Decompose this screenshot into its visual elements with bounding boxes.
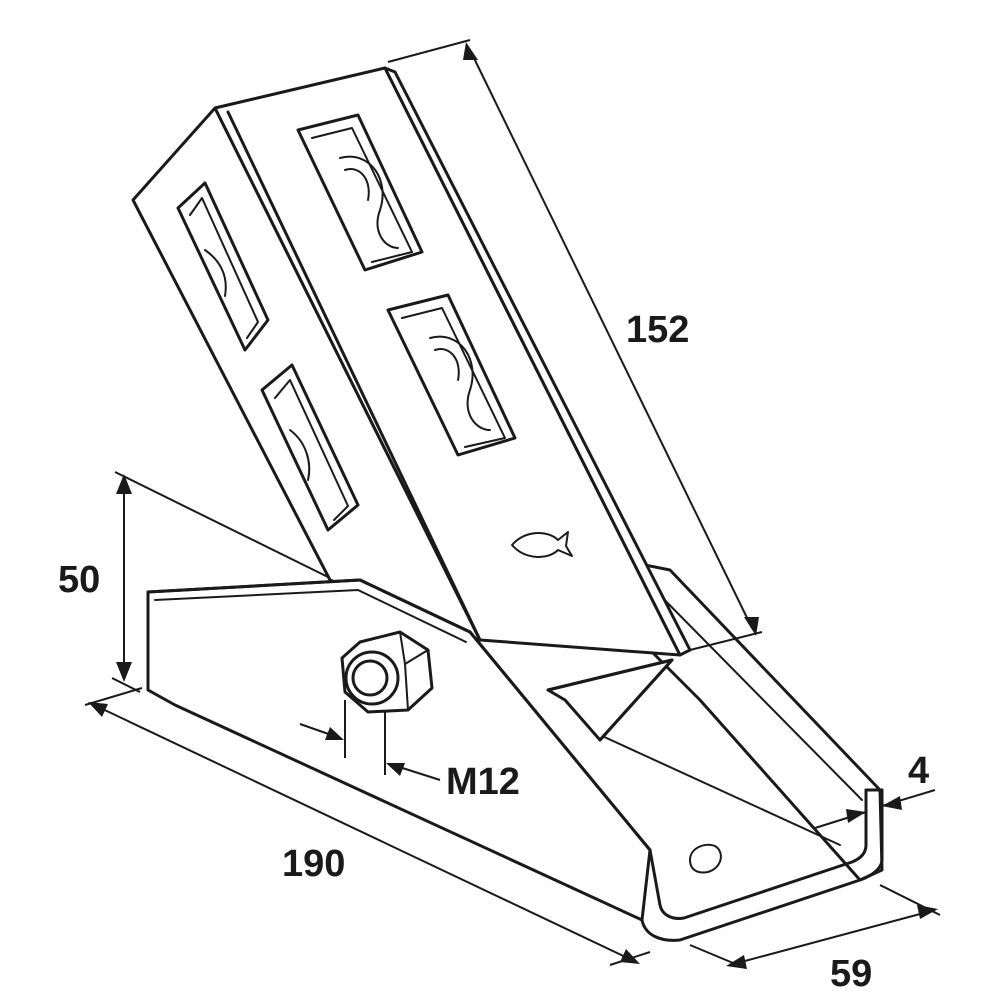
arm-side-slot-1 (176, 181, 270, 352)
bolt-nut (340, 630, 434, 714)
dim-arm-length (387, 39, 763, 651)
dim-thickness (814, 789, 936, 829)
label-thickness: 4 (908, 750, 929, 792)
label-length: 190 (282, 843, 345, 885)
label-height: 50 (58, 559, 100, 601)
inclined-arm (131, 66, 692, 657)
internal-brace (546, 658, 674, 742)
label-arm-length: 152 (626, 309, 689, 351)
arm-front-slot-2 (386, 293, 517, 457)
dim-bolt (299, 700, 441, 781)
dim-length (84, 687, 651, 966)
label-bolt: M12 (446, 761, 520, 803)
arm-front-slot-1 (296, 113, 424, 272)
dim-height (111, 471, 331, 693)
fish-icon (511, 531, 573, 558)
dim-width (689, 884, 941, 969)
arm-side-slot-2 (260, 363, 360, 532)
label-width: 59 (830, 953, 872, 995)
base-channel-profile (599, 734, 884, 942)
base-front-wall (146, 578, 652, 922)
